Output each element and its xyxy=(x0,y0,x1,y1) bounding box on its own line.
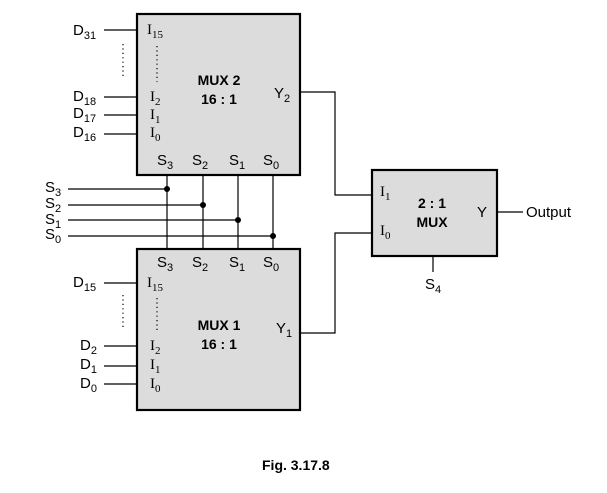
junction-dot-s0 xyxy=(270,233,276,239)
junction-dot-s3 xyxy=(164,186,170,192)
mux1-input-label-d0: D0 xyxy=(80,375,97,395)
mux2-pin-label-top: I15 xyxy=(147,22,164,41)
select-line-label-s0: S0 xyxy=(45,226,61,246)
mux3-subtitle: MUX xyxy=(416,214,448,230)
mux1-input-label-d1: D1 xyxy=(80,356,97,376)
mux1-pin-label-p1: I1 xyxy=(150,357,161,376)
mux3-title: 2 : 1 xyxy=(418,195,446,211)
mux1-select-label-s3: S3 xyxy=(157,254,173,274)
mux2-output-label: Y2 xyxy=(274,85,290,105)
mux1-input-label-top: D15 xyxy=(73,274,96,294)
mux3-box xyxy=(370,168,499,258)
mux2-pin-label-p0: I0 xyxy=(150,125,161,144)
mux2-pin-label-p1: I1 xyxy=(150,107,161,126)
mux1-input-label-d2: D2 xyxy=(80,337,97,357)
mux3-input-label-i0: I0 xyxy=(380,223,391,242)
select-line-label-s3: S3 xyxy=(45,179,61,199)
mux2-select-label-s1: S1 xyxy=(229,152,245,172)
mux2-box xyxy=(135,12,302,177)
mux1-select-label-s0: S0 xyxy=(263,254,279,274)
mux2-pin-label-p2: I2 xyxy=(150,89,161,108)
figure-caption: Fig. 3.17.8 xyxy=(262,457,330,473)
mux1-select-label-s1: S1 xyxy=(229,254,245,274)
junction-dot-s2 xyxy=(200,202,206,208)
mux2-input-label-top: D31 xyxy=(73,22,96,42)
y2-to-i1-wire xyxy=(300,91,372,196)
junction-dot-s1 xyxy=(235,217,241,223)
mux2-input-label-d0: D16 xyxy=(73,124,96,144)
mux3-input-label-i1: I1 xyxy=(380,184,391,203)
mux2-input-label-d1: D17 xyxy=(73,105,96,125)
mux1-box xyxy=(135,247,302,412)
y1-to-i0-wire xyxy=(300,232,372,334)
select-line-label-s2: S2 xyxy=(45,195,61,215)
select-line-label-s1: S1 xyxy=(45,211,61,231)
mux2-title: MUX 2 xyxy=(198,72,241,88)
mux1-title: MUX 1 xyxy=(198,317,241,333)
mux2-input-label-d2: D18 xyxy=(73,88,96,108)
mux3-y-label: Y xyxy=(477,204,487,221)
mux1-pin-label-p0: I0 xyxy=(150,376,161,395)
mux2-ratio: 16 : 1 xyxy=(201,91,237,107)
mux3-select-label-s4: S4 xyxy=(425,276,441,296)
mux2-select-label-s3: S3 xyxy=(157,152,173,172)
output-label: Output xyxy=(526,204,572,221)
mux1-select-label-s2: S2 xyxy=(192,254,208,274)
mux1-ratio: 16 : 1 xyxy=(201,336,237,352)
mux1-pin-label-p2: I2 xyxy=(150,338,161,357)
mux2-select-label-s0: S0 xyxy=(263,152,279,172)
mux1-pin-label-top: I15 xyxy=(147,275,164,294)
mux1-output-label: Y1 xyxy=(276,320,292,340)
mux2-select-label-s2: S2 xyxy=(192,152,208,172)
